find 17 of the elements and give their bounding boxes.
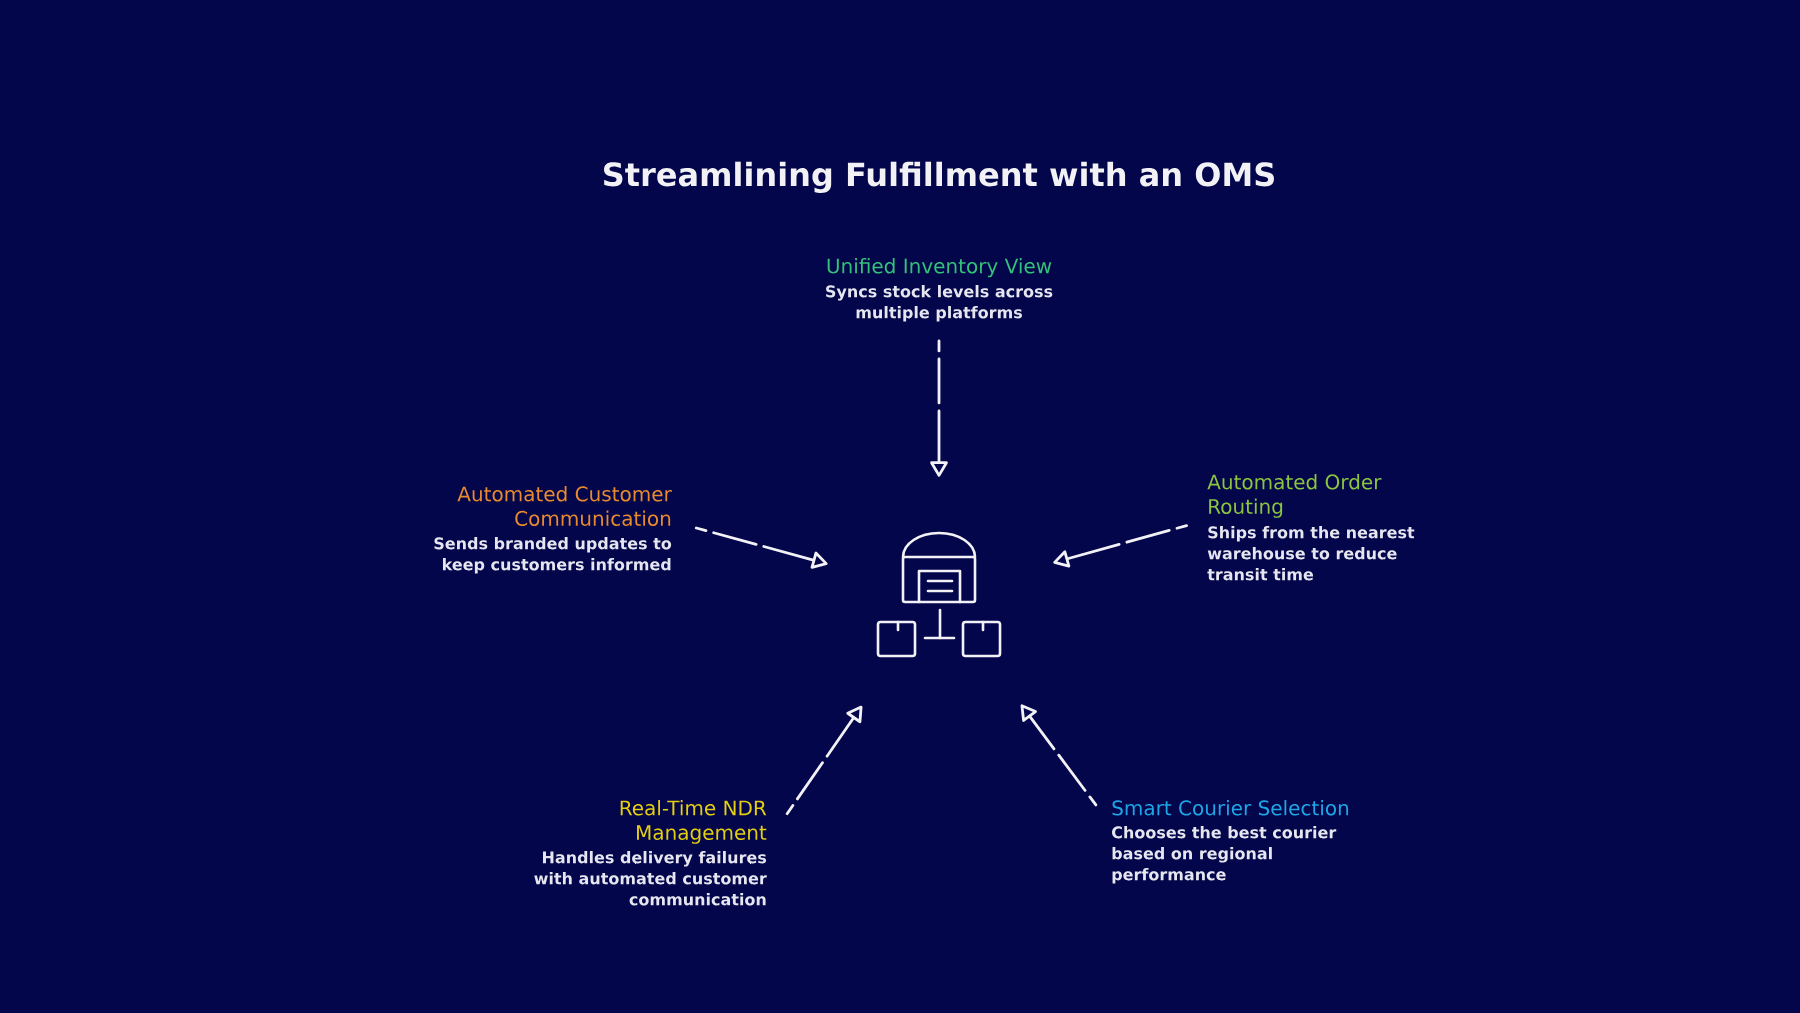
arrow (1020, 704, 1098, 807)
description: Syncs stock levels across multiple platforms (826, 285, 1053, 322)
arrow (930, 339, 948, 477)
description: Sends branded updates to keep customers informed (434, 537, 672, 574)
arrow (785, 705, 863, 816)
description: Ships from the nearest warehouse to reduce transit time (1207, 526, 1415, 581)
arrow (694, 526, 828, 569)
heading: Real-Time NDR Management (620, 800, 767, 844)
heading: Smart Courier Selection (1112, 800, 1349, 816)
heading: Automated Customer Communication (457, 486, 672, 526)
arrow (1053, 524, 1188, 568)
heading: Unified Inventory View (827, 258, 1052, 278)
heading: Automated Order Routing (1207, 474, 1382, 518)
title: Streamlining Fulfillment with an OMS (604, 161, 1274, 193)
warehouse-icon (876, 531, 1002, 658)
description: Handles delivery failures with automated customer communication (534, 851, 767, 906)
description: Chooses the best courier based on regional performance (1112, 826, 1337, 884)
